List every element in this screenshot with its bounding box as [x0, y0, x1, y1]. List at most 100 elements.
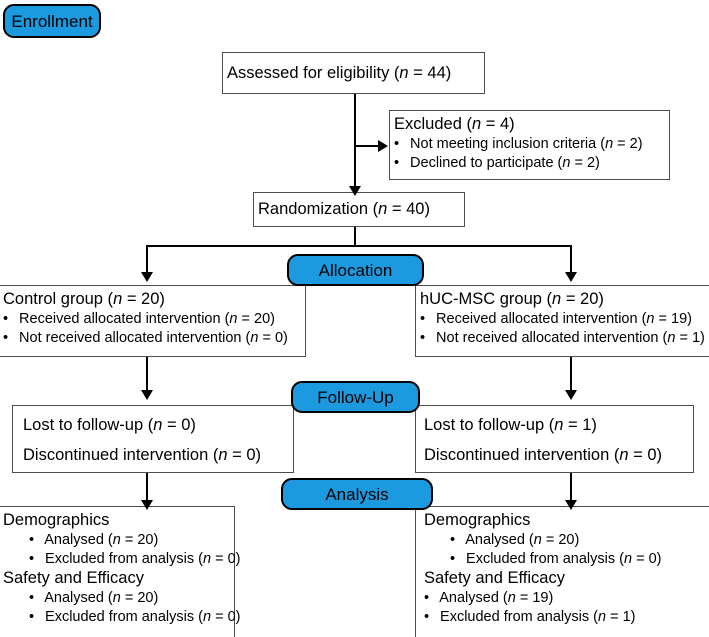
excluded-item: Declined to participate (n = 2): [394, 154, 665, 173]
allocation-left-item-n: n: [229, 311, 238, 327]
followup-right-disc-n: n: [619, 446, 629, 464]
excluded-header: Excluded (n = 4): [394, 114, 665, 135]
box-analysis-huc-msc-group: Demographics Analysed (n = 20) Excluded …: [415, 506, 709, 637]
followup-left-lost-after: = 0): [162, 416, 196, 434]
analysis-right-item-n: n: [597, 608, 607, 625]
analysis-left-section2-title: Safety and Efficacy: [3, 569, 144, 587]
allocation-right-item-before: Not received allocated intervention (: [436, 329, 668, 346]
analysis-right-item-n: n: [533, 532, 542, 548]
arrowhead-followup-right-to-analysis: [565, 500, 577, 510]
analysis-right-section1-item: Analysed (n = 20): [424, 531, 706, 550]
followup-right-lost-after: = 1): [563, 416, 597, 434]
allocation-right-item-after: = 1): [675, 329, 705, 346]
analysis-right-section2-title: Safety and Efficacy: [424, 569, 565, 587]
followup-right-discontinued: Discontinued intervention (n = 0): [424, 445, 689, 466]
analysis-left-item-after: = 0): [211, 608, 241, 625]
assessed-text-after: = 44): [408, 63, 452, 82]
allocation-right-item: Received allocated intervention (n = 19): [420, 310, 706, 329]
followup-right-lost-before: Lost to follow-up (: [424, 416, 555, 434]
analysis-left-item-before: Analysed (: [44, 532, 113, 548]
analysis-left-item-after: = 0): [211, 550, 241, 567]
connector-control-to-followup: [146, 357, 148, 395]
excluded-header-n: n: [471, 115, 482, 133]
connector-huc-msc-to-followup: [570, 357, 572, 395]
analysis-left-item-after: = 20): [120, 532, 159, 548]
followup-left-spacer: [23, 436, 289, 445]
excluded-item-n: n: [562, 154, 571, 171]
allocation-left-header: Control group (n = 20): [3, 289, 301, 310]
analysis-right-section2-item: Analysed (n = 19): [424, 589, 706, 608]
analysis-left-item-before: Excluded from analysis (: [45, 550, 203, 567]
analysis-left-item-before: Excluded from analysis (: [45, 608, 203, 625]
analysis-right-item-before: Analysed (: [465, 532, 534, 548]
box-followup-control-group: Lost to follow-up (n = 0) Discontinued i…: [12, 405, 294, 473]
arrowhead-randomization-to-huc-msc: [565, 272, 577, 282]
allocation-left-item-before: Not received allocated intervention (: [19, 329, 251, 346]
analysis-right-section2-item: Excluded from analysis (n = 1): [424, 608, 706, 627]
analysis-right-item-n: n: [507, 590, 516, 606]
allocation-right-item-after: = 19): [654, 311, 692, 327]
allocation-left-item-after: = 0): [258, 329, 288, 346]
stage-badge-followup: Follow-Up: [291, 381, 420, 413]
excluded-item-n: n: [605, 136, 614, 152]
allocation-right-item-before: Received allocated intervention (: [436, 311, 647, 327]
excluded-item-after: = 2): [613, 136, 643, 152]
analysis-right-item-before: Analysed (: [439, 590, 508, 606]
allocation-right-item-n: n: [667, 329, 676, 346]
randomization-text: Randomization (n = 40): [258, 199, 430, 220]
allocation-left-header-after: = 20): [122, 290, 165, 308]
arrowhead-to-excluded: [378, 140, 388, 152]
followup-left-lost-before: Lost to follow-up (: [23, 416, 154, 434]
followup-left-lost-n: n: [153, 416, 163, 434]
arrowhead-huc-msc-to-followup: [565, 390, 577, 400]
box-followup-huc-msc-group: Lost to follow-up (n = 1) Discontinued i…: [415, 405, 694, 473]
followup-right-spacer: [424, 436, 689, 445]
connector-randomization-right-drop: [570, 245, 572, 279]
excluded-item: Not meeting inclusion criteria (n = 2): [394, 135, 665, 154]
connector-assessed-to-randomization: [354, 94, 356, 194]
connector-followup-right-to-analysis: [570, 473, 572, 506]
followup-right-disc-after: = 0): [628, 446, 663, 464]
stage-badge-analysis-label: Analysis: [325, 484, 389, 504]
followup-left-lost: Lost to follow-up (n = 0): [23, 415, 289, 436]
box-excluded: Excluded (n = 4) Not meeting inclusion c…: [389, 110, 670, 180]
excluded-item-before: Declined to participate (: [410, 154, 563, 171]
allocation-right-item: Not received allocated intervention (n =…: [420, 329, 706, 348]
randomization-text-before: Randomization (: [258, 200, 379, 218]
stage-badge-allocation: Allocation: [287, 254, 424, 286]
analysis-right-item-before: Excluded from analysis (: [440, 608, 598, 625]
analysis-left-section1-item: Excluded from analysis (n = 0): [3, 550, 240, 569]
analysis-right-item-n: n: [623, 550, 633, 567]
arrowhead-control-to-followup: [141, 390, 153, 400]
allocation-right-header-n: n: [552, 290, 562, 308]
analysis-left-item-before: Analysed (: [44, 590, 113, 606]
arrowhead-followup-left-to-analysis: [141, 500, 153, 510]
connector-randomization-split-bar: [146, 245, 572, 247]
allocation-left-item: Received allocated intervention (n = 20): [3, 310, 301, 329]
allocation-left-header-n: n: [113, 290, 123, 308]
connector-followup-left-to-analysis: [146, 473, 148, 506]
stage-badge-analysis: Analysis: [281, 478, 433, 510]
connector-to-excluded: [354, 145, 382, 147]
analysis-left-section1-item: Analysed (n = 20): [3, 531, 230, 550]
box-allocation-control-group: Control group (n = 20) Received allocate…: [0, 285, 306, 357]
allocation-right-header-after: = 20): [561, 290, 604, 308]
analysis-right-item-after: = 0): [632, 550, 662, 567]
allocation-left-item-before: Received allocated intervention (: [19, 311, 230, 327]
followup-right-lost: Lost to follow-up (n = 1): [424, 415, 689, 436]
stage-badge-allocation-label: Allocation: [318, 260, 393, 280]
analysis-right-section1-title: Demographics: [424, 511, 531, 529]
followup-left-discontinued: Discontinued intervention (n = 0): [23, 445, 289, 466]
analysis-right-section1-item: Excluded from analysis (n = 0): [424, 550, 706, 569]
followup-left-disc-n: n: [218, 446, 228, 464]
assessed-text: Assessed for eligibility (n = 44): [227, 63, 451, 84]
excluded-header-after: = 4): [481, 115, 515, 133]
box-allocation-huc-msc-group: hUC-MSC group (n = 20) Received allocate…: [415, 285, 709, 357]
analysis-right-item-after: = 19): [515, 590, 554, 606]
analysis-left-item-n: n: [112, 532, 121, 548]
assessed-text-before: Assessed for eligibility (: [227, 63, 400, 82]
allocation-right-item-n: n: [646, 311, 655, 327]
box-assessed-for-eligibility: Assessed for eligibility (n = 44): [222, 52, 485, 94]
analysis-left-item-n: n: [202, 608, 212, 625]
allocation-left-item-after: = 20): [237, 311, 275, 327]
